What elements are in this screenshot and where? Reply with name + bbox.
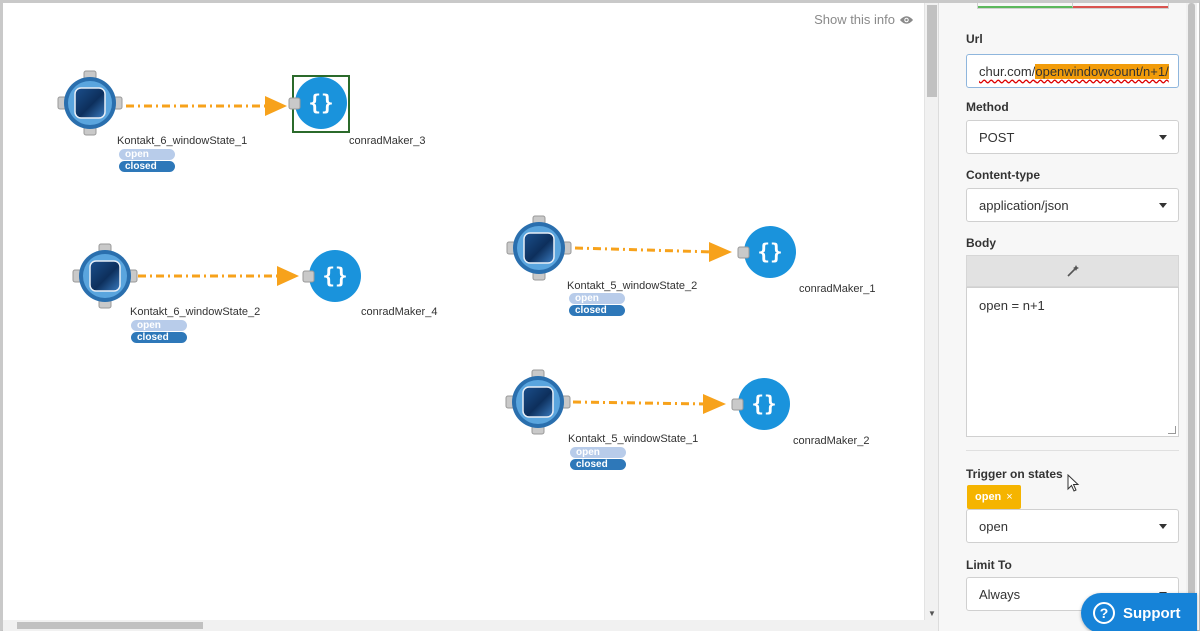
canvas-horizontal-scrollbar[interactable]: [3, 620, 938, 631]
braces-icon: {}: [322, 264, 347, 288]
link-edge[interactable]: [572, 394, 726, 414]
state-badge-closed: closed: [569, 305, 625, 316]
resize-handle-icon[interactable]: [1168, 426, 1176, 434]
link-edge[interactable]: [126, 96, 287, 116]
maker-label: conradMaker_4: [361, 306, 438, 318]
sensor-node-kontakt-5-windowstate-1[interactable]: [505, 369, 571, 435]
braces-icon: {}: [757, 240, 782, 264]
link-edge[interactable]: [138, 266, 299, 286]
url-input[interactable]: chur.com/openwindowcount/n+1/: [966, 54, 1179, 88]
sensor-node-kontakt-5-windowstate-2[interactable]: [506, 215, 572, 281]
sensor-label: Kontakt_5_windowState_1: [568, 433, 699, 445]
sensor-node-kontakt-6-windowstate-1[interactable]: [57, 70, 123, 136]
state-badge-closed: closed: [570, 459, 626, 470]
flow-canvas[interactable]: Show this info: [3, 3, 924, 620]
sensor-label: Kontakt_5_windowState_2: [567, 280, 698, 292]
tag-label: open: [975, 491, 1002, 503]
show-info-toggle[interactable]: Show this info: [814, 12, 914, 27]
limit-value: Always: [979, 586, 1021, 602]
state-badge-open: open: [119, 149, 175, 160]
url-value-selected: openwindowcount/n+1/: [1035, 63, 1169, 79]
toggle-green[interactable]: [978, 3, 1073, 8]
method-select[interactable]: POST: [966, 120, 1179, 154]
links-layer: {} {} {} {}: [57, 70, 796, 435]
maker-label: conradMaker_1: [799, 283, 876, 295]
support-label: Support: [1123, 604, 1181, 622]
sensor-label: Kontakt_6_windowState_1: [117, 135, 248, 147]
maker-node-conradmaker-2[interactable]: {}: [731, 378, 790, 430]
caret-down-icon: [1159, 203, 1167, 208]
url-value-plain: chur.com/: [979, 63, 1036, 79]
trigger-tag-open[interactable]: open ×: [967, 485, 1021, 509]
tag-remove-icon[interactable]: ×: [1006, 491, 1013, 503]
show-info-label: Show this info: [814, 12, 895, 27]
support-button[interactable]: ? Support: [1081, 593, 1197, 631]
content-type-label: Content-type: [966, 168, 1040, 182]
magic-wand-icon: [1066, 265, 1079, 277]
panel-scrollbar[interactable]: [1186, 3, 1197, 631]
scroll-down-arrow-icon[interactable]: ▼: [928, 609, 936, 618]
method-label: Method: [966, 100, 1009, 114]
body-label: Body: [966, 236, 996, 250]
toggle-red[interactable]: [1073, 3, 1168, 8]
body-value: open = n+1: [979, 298, 1045, 313]
caret-down-icon: [1159, 524, 1167, 529]
url-label: Url: [966, 32, 983, 46]
caret-down-icon: [1159, 135, 1167, 140]
trigger-state-select[interactable]: open: [966, 509, 1179, 543]
eye-icon: [899, 15, 914, 24]
method-value: POST: [979, 129, 1015, 145]
properties-panel: Url chur.com/openwindowcount/n+1/ Method…: [938, 3, 1186, 631]
content-type-value: application/json: [979, 197, 1069, 213]
state-badge-open: open: [131, 320, 187, 331]
trigger-label: Trigger on states: [966, 467, 1063, 481]
braces-icon: {}: [751, 392, 776, 416]
canvas-vertical-scrollbar[interactable]: ▼: [924, 3, 938, 620]
braces-icon: {}: [308, 91, 333, 115]
state-toggle-group[interactable]: [977, 3, 1169, 9]
maker-label: conradMaker_2: [793, 435, 870, 447]
mouse-pointer-icon: [1067, 474, 1080, 492]
state-badge-open: open: [569, 293, 625, 304]
maker-node-conradmaker-3[interactable]: {}: [288, 75, 350, 133]
limit-label: Limit To: [966, 558, 1012, 572]
body-format-button[interactable]: [966, 255, 1179, 287]
scrollbar-thumb[interactable]: [927, 5, 937, 97]
trigger-select-value: open: [979, 518, 1008, 534]
scrollbar-thumb[interactable]: [1188, 3, 1195, 603]
question-icon: ?: [1093, 602, 1115, 624]
sensor-label: Kontakt_6_windowState_2: [130, 306, 261, 318]
divider: [966, 450, 1179, 451]
maker-node-conradmaker-4[interactable]: {}: [302, 250, 361, 302]
state-badge-open: open: [570, 447, 626, 458]
state-badge-closed: closed: [131, 332, 187, 343]
sensor-node-kontakt-6-windowstate-2[interactable]: [72, 243, 138, 309]
state-badge-closed: closed: [119, 161, 175, 172]
maker-node-conradmaker-1[interactable]: {}: [737, 226, 796, 278]
scrollbar-thumb[interactable]: [17, 622, 203, 629]
body-textarea[interactable]: open = n+1: [966, 287, 1179, 437]
content-type-select[interactable]: application/json: [966, 188, 1179, 222]
link-edge[interactable]: [574, 242, 732, 262]
maker-label: conradMaker_3: [349, 135, 426, 147]
